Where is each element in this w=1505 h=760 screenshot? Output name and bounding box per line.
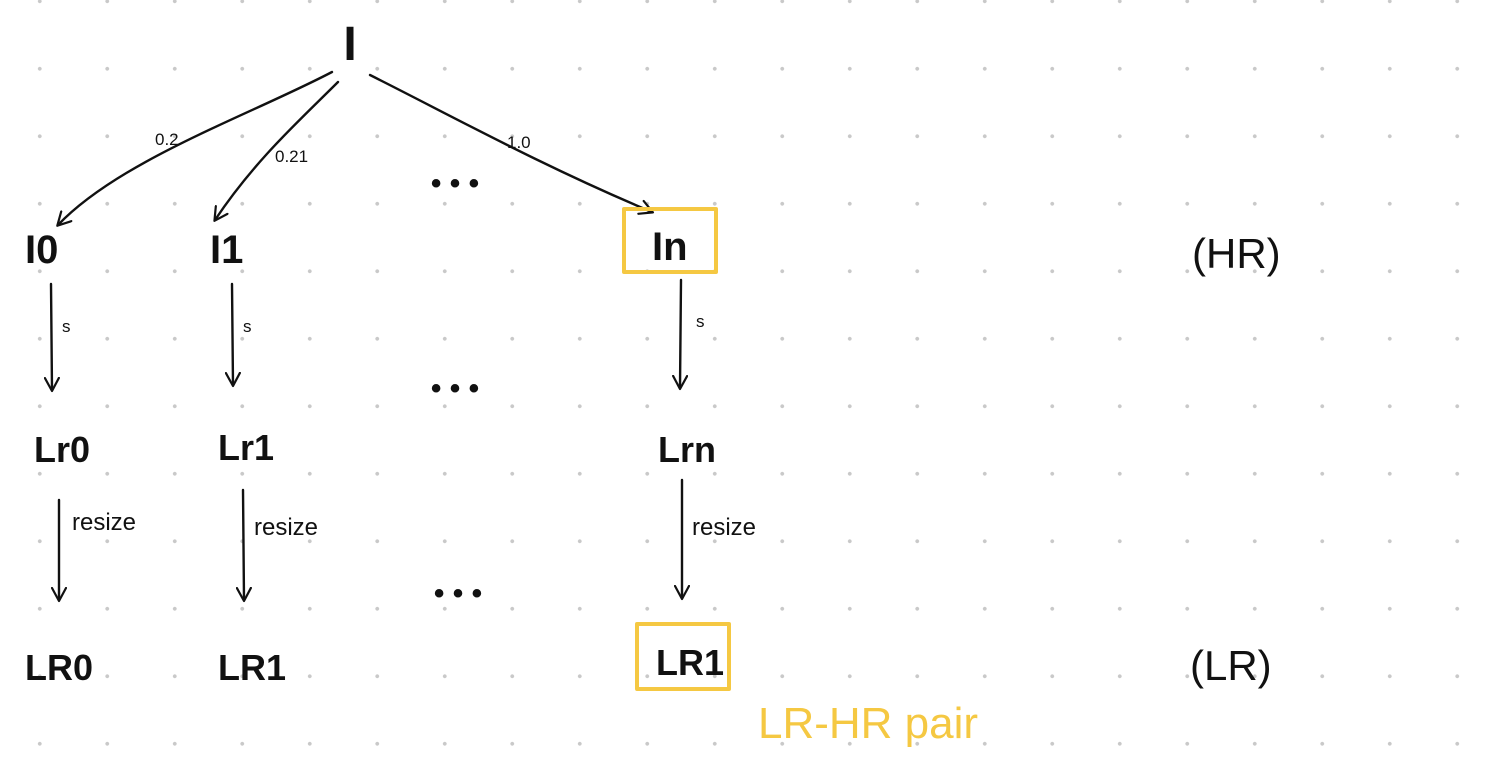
highlight-box-hr (622, 207, 718, 274)
hr-node-last: In (652, 225, 688, 269)
ellipsis-lr-row: • • • (434, 577, 482, 610)
edge-root-to-first (58, 70, 334, 225)
edge-weight-second: 0.21 (275, 147, 308, 166)
lr-hr-pair-note: LR-HR pair (758, 699, 978, 748)
downscale-label-second: s (243, 317, 252, 336)
arrow-downscale-first (51, 282, 52, 390)
downscale-label-first: s (62, 317, 71, 336)
downscale-label-last: s (696, 312, 705, 331)
hr-level-label: (HR) (1192, 230, 1281, 277)
hr-node-first: I0 (25, 228, 58, 272)
lr-small-node-first: Lr0 (34, 429, 90, 470)
lr-small-node-second: Lr1 (218, 427, 274, 468)
highlight-box-lr (635, 622, 731, 691)
ellipsis-hr-row: • • • (431, 167, 479, 200)
lr-node-last: LR1 (656, 642, 724, 683)
arrow-downscale-last (680, 278, 681, 388)
edge-root-to-last (368, 73, 652, 212)
lr-node-second: LR1 (218, 647, 286, 688)
lr-node-first: LR0 (25, 647, 93, 688)
edge-root-to-second (215, 80, 340, 220)
resize-label-first: resize (72, 509, 136, 536)
ellipsis-lr-small-row: • • • (431, 372, 479, 405)
arrow-downscale-second (232, 282, 233, 385)
hr-node-second: I1 (210, 228, 243, 272)
edge-weight-first: 0.2 (155, 130, 179, 149)
resize-label-second: resize (254, 514, 318, 541)
lr-level-label: (LR) (1190, 642, 1272, 689)
resize-label-last: resize (692, 514, 756, 541)
lr-small-node-last: Lrn (658, 429, 716, 470)
arrow-resize-second (243, 488, 244, 600)
root-node: I (343, 18, 356, 71)
edge-weight-last: 1.0 (507, 133, 531, 152)
